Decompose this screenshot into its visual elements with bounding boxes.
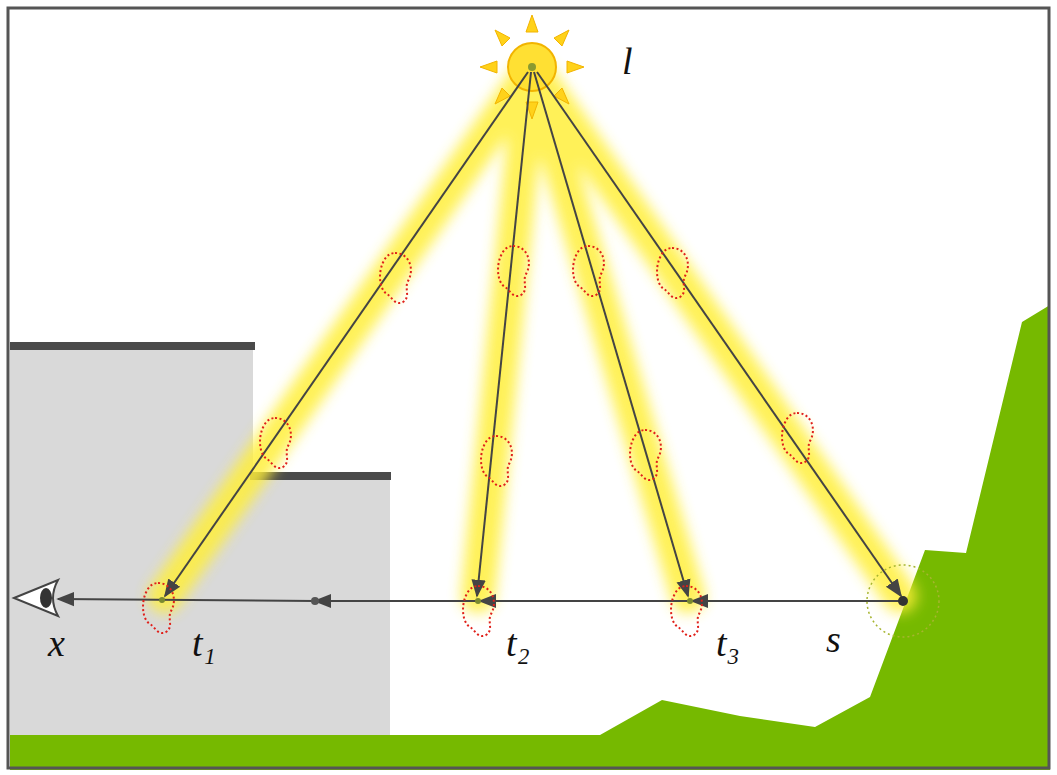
phase-function	[143, 246, 813, 636]
sample-label: t₃	[716, 624, 740, 662]
point-label: x	[48, 624, 65, 662]
ground	[10, 305, 1050, 770]
sample-label: t₁	[192, 624, 216, 662]
sample-label: t₂	[506, 624, 530, 662]
light-label: l	[622, 42, 633, 80]
sun-symbol	[480, 15, 584, 119]
eye-symbol	[14, 580, 58, 616]
surface-label: s	[826, 620, 841, 658]
